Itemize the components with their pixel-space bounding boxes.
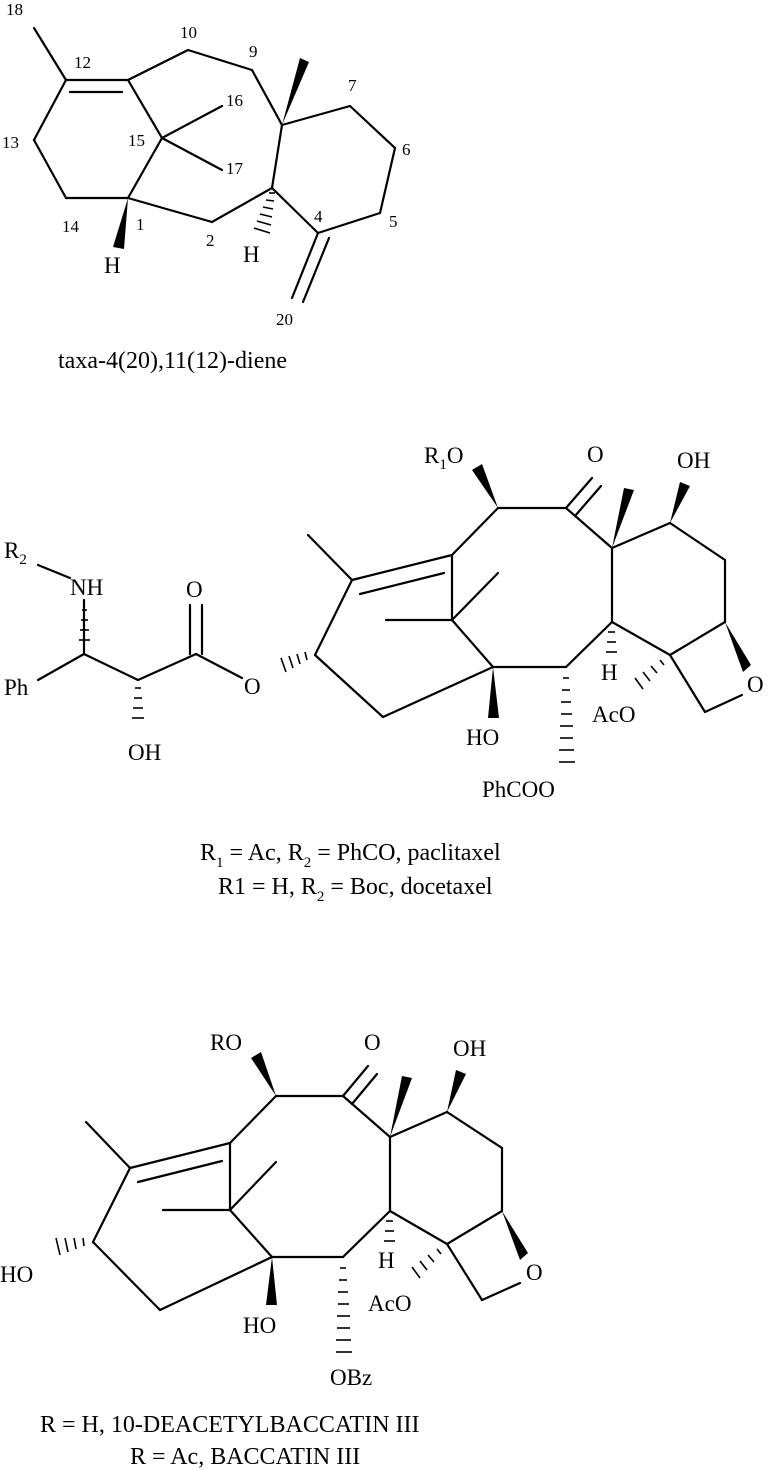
position-number-14: 14 <box>62 217 80 236</box>
hydrogen-label: H <box>104 253 121 278</box>
r1-substituent-label: R1O <box>424 443 463 473</box>
hydroxyl-label: OH <box>677 448 710 473</box>
position-number-4: 4 <box>314 207 323 226</box>
position-number-6: 6 <box>402 140 411 159</box>
acetoxy-label: AcO <box>592 702 635 727</box>
position-number-13: 13 <box>2 133 19 152</box>
hydroxyl-label: OH <box>128 740 161 765</box>
benzoyloxy-label: OBz <box>330 1365 372 1390</box>
wedge-bond <box>502 1211 528 1260</box>
phenyl-label: Ph <box>4 675 29 700</box>
amine-label: NH <box>70 575 103 600</box>
paclitaxel-structure: R1O O OH R2 NH O Ph O OH H O AcO HO PhCO… <box>4 442 764 905</box>
hydroxyl-label: HO <box>0 1262 33 1287</box>
atom-labels: R1O O OH R2 NH O Ph O OH H O AcO HO PhCO… <box>4 442 764 802</box>
taxadiene-structure: 18 12 10 9 7 16 13 15 6 17 4 14 1 2 5 20… <box>2 0 411 374</box>
baccatin-caption: R = Ac, BACCATIN III <box>130 1444 360 1470</box>
acetoxy-label: AcO <box>368 1291 411 1316</box>
wedge-bond <box>725 622 751 672</box>
position-number-2: 2 <box>206 231 215 250</box>
hydrogen-label: H <box>378 1248 395 1273</box>
hydroxyl-label: HO <box>243 1313 276 1338</box>
docetaxel-caption: R1 = H, R2 = Boc, docetaxel <box>218 874 493 905</box>
hydrogen-label: H <box>243 242 260 267</box>
taxadiene-caption: taxa-4(20),11(12)-diene <box>58 348 287 374</box>
hashed-bonds <box>79 610 664 762</box>
methyl-9-wedge <box>282 58 309 125</box>
wedge-bond <box>266 1257 277 1305</box>
position-number-1: 1 <box>136 215 145 234</box>
r2-substituent-label: R2 <box>4 538 27 568</box>
ketone-oxygen-label: O <box>364 1030 381 1055</box>
ester-oxygen-label: O <box>244 674 261 699</box>
position-number-16: 16 <box>226 91 243 110</box>
wedge-bond <box>488 667 499 718</box>
deacetylbaccatin-caption: R = H, 10-DEACETYLBACCATIN III <box>40 1412 420 1438</box>
hydroxyl-label: OH <box>453 1036 486 1061</box>
ketone-oxygen-label: O <box>587 442 604 467</box>
ro-substituent-label: RO <box>210 1030 242 1055</box>
position-number-20: 20 <box>276 310 293 329</box>
position-number-9: 9 <box>249 42 258 61</box>
hydroxyl-label: HO <box>466 725 499 750</box>
position-numbers: 18 12 10 9 7 16 13 15 6 17 4 14 1 2 5 20 <box>2 0 411 329</box>
wedge-bond <box>472 464 498 508</box>
oxetane-oxygen-label: O <box>747 672 764 697</box>
position-number-10: 10 <box>180 23 197 42</box>
hydrogen-label: H <box>601 660 618 685</box>
baccatin-bonds <box>86 1066 520 1310</box>
position-number-12: 12 <box>74 53 91 72</box>
position-number-7: 7 <box>348 76 357 95</box>
position-number-18: 18 <box>6 0 23 19</box>
oxetane-oxygen-label: O <box>526 1260 543 1285</box>
wedge-bond <box>251 1052 276 1096</box>
h2-hashed-bond <box>254 193 275 233</box>
position-number-15: 15 <box>128 131 145 150</box>
carbonyl-oxygen-label: O <box>186 577 203 602</box>
baccatin-structure: RO O OH HO H O AcO HO OBz R = H, 10-DEAC… <box>0 1030 543 1470</box>
wedge-bond <box>670 482 690 523</box>
h1-wedge <box>113 198 128 249</box>
benzoyloxy-label: PhCOO <box>482 777 555 802</box>
wedge-bond <box>447 1070 466 1112</box>
position-number-17: 17 <box>226 159 244 178</box>
position-number-5: 5 <box>389 212 398 231</box>
paclitaxel-caption: R1 = Ac, R2 = PhCO, paclitaxel <box>200 840 501 871</box>
